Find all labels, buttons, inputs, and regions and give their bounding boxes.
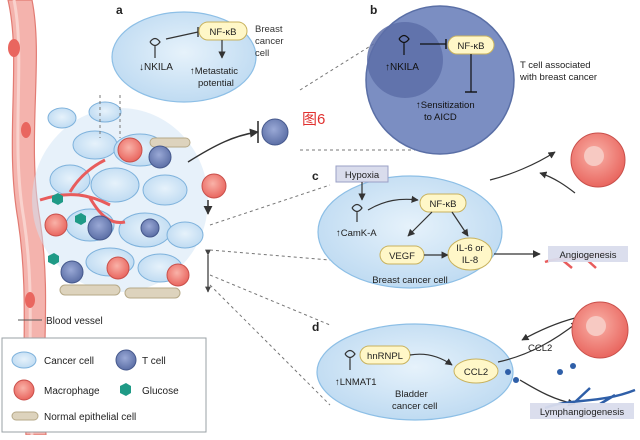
legend-cancer-cell: Cancer cell (44, 356, 94, 367)
panel-d-ccl2-out: CCL2 (528, 343, 552, 354)
panel-b-label-1: T cell associated (520, 60, 591, 71)
panel-d-ccl2: CCL2 (464, 367, 488, 378)
watermark: 图6 (302, 111, 325, 128)
panel-c-label: Breast cancer cell (372, 275, 448, 286)
panel-a-inhibit (165, 31, 199, 40)
panel-c-il-node (447, 237, 493, 271)
panel-c: c Hypoxia ↑CamK-A NF-κB VEGF IL-6 or IL-… (312, 132, 628, 289)
panel-c-gene: ↑CamK-A (336, 228, 377, 239)
tcell-inhibited (257, 118, 289, 146)
panel-c-il-1: IL-6 or (456, 243, 483, 254)
blood-vessel (7, 0, 47, 436)
panel-b-nfkb: NF-κB (458, 41, 485, 52)
panel-c-hypoxia: Hypoxia (345, 170, 380, 181)
panel-a: a ↓NKILA NF-κB Breast cancer cell ↑Metas… (111, 3, 284, 103)
panel-a-gene: ↓NKILA (139, 62, 173, 73)
legend-normal-epithelial-icon (11, 411, 39, 421)
panel-b-outcome-1: ↑Sensitization (416, 100, 475, 111)
legend-t-cell-icon (115, 349, 137, 371)
arrow-to-tcell (187, 128, 259, 163)
legend-macrophage: Macrophage (44, 386, 100, 397)
panel-a-outcome-1: ↑Metastatic (190, 66, 238, 77)
panel-d-label-1: Bladder (395, 389, 428, 400)
panel-a-letter: a (116, 3, 123, 17)
panel-c-letter: c (312, 169, 319, 183)
panel-b-outcome-2: to AICD (424, 112, 457, 123)
panel-d: d hnRNPL ↑LNMAT1 CCL2 Bladder cancer cel… (312, 301, 636, 421)
panel-a-nfkb-node (198, 21, 248, 41)
rna-icon (351, 203, 363, 222)
tumour-macrophages (44, 137, 190, 287)
panel-b-gene: ↑NKILA (385, 62, 419, 73)
panel-c-nfkb-node (419, 193, 467, 213)
migrating-macrophage (201, 173, 227, 199)
blood-vessel-label: Blood vessel (46, 316, 103, 327)
dashed-connectors (99, 39, 420, 406)
legend: Cancer cell T cell Macrophage Glucose No… (1, 337, 207, 433)
panel-a-nfkb: NF-κB (210, 27, 237, 38)
panel-d-gene: ↑LNMAT1 (335, 377, 377, 388)
panel-d-letter: d (312, 320, 319, 334)
lymphangiogenesis-box (530, 403, 634, 419)
panel-a-outcome-2: potential (198, 78, 234, 89)
tumour-glucose (48, 193, 86, 265)
legend-glucose-icon (120, 383, 131, 396)
rna-icon (149, 37, 161, 58)
panel-d-protein: hnRNPL (367, 351, 403, 362)
panel-c-nfkb: NF-κB (430, 199, 457, 210)
rna-icon (344, 349, 356, 370)
panel-a-label-2: cancer (255, 36, 284, 47)
panel-c-output: Angiogenesis (559, 250, 616, 261)
legend-macrophage-icon (13, 379, 35, 401)
panel-a-label-3: cell (255, 48, 269, 59)
tumour-tcells (60, 145, 172, 284)
panel-d-output: Lymphangiogenesis (540, 407, 624, 418)
panel-d-label-2: cancer cell (392, 401, 437, 412)
rna-icon (398, 34, 410, 55)
legend-glucose: Glucose (142, 386, 179, 397)
angiogenesis-box (548, 246, 628, 262)
panel-b: b ↑NKILA NF-κB ↑Sensitization to AICD T … (365, 3, 597, 155)
panel-c-il-2: IL-8 (462, 255, 478, 266)
legend-cancer-cell-icon (11, 351, 37, 369)
legend-normal-epithelial: Normal epithelial cell (44, 412, 136, 423)
panel-b-label-2: with breast cancer (519, 72, 597, 83)
legend-t-cell: T cell (142, 356, 166, 367)
panel-b-letter: b (370, 3, 377, 17)
panel-a-label-1: Breast (255, 24, 283, 35)
panel-d-ccl2-node (453, 358, 499, 384)
panel-c-vegf: VEGF (389, 251, 415, 262)
